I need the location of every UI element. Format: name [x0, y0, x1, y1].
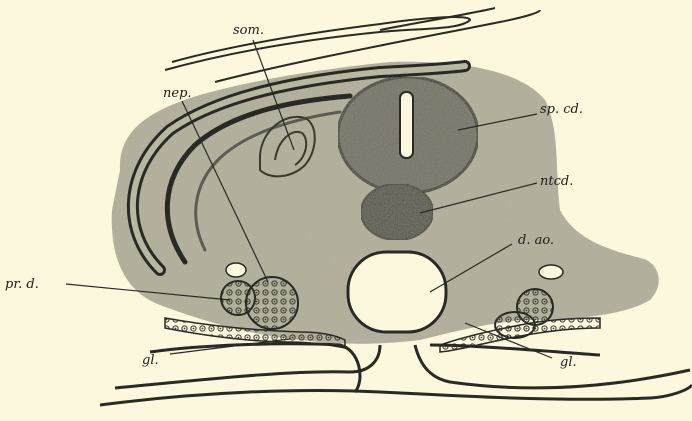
label-dorsal-aorta: d. ao. — [518, 233, 554, 248]
lower-mesentery — [100, 344, 692, 405]
label-notochord: ntcd. — [540, 174, 573, 189]
label-glomerulus-right: gl. — [560, 355, 577, 370]
label-somite: som. — [233, 23, 264, 38]
label-spinal-cord: sp. cd. — [540, 102, 583, 117]
label-pronephric-duct: pr. d. — [5, 277, 39, 292]
dorsal-aorta — [348, 252, 446, 332]
spinal-cord — [338, 77, 478, 193]
label-glomerulus-left: gl. — [142, 353, 159, 368]
label-nephrotome: nep. — [163, 86, 192, 101]
